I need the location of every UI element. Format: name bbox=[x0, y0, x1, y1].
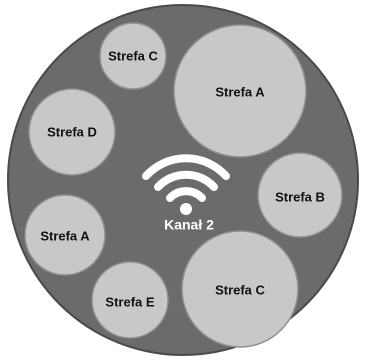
zone-label: Strefa C bbox=[108, 48, 158, 63]
zone-strefa-a-large: Strefa A bbox=[173, 24, 307, 158]
zone-label: Strefa A bbox=[215, 84, 265, 99]
zone-strefa-b: Strefa B bbox=[257, 152, 343, 238]
zone-strefa-a-small: Strefa A bbox=[24, 194, 106, 276]
zone-strefa-c-small: Strefa C bbox=[99, 22, 167, 90]
zone-label: Strefa E bbox=[105, 294, 154, 309]
zone-label: Strefa C bbox=[215, 282, 265, 297]
zone-label: Strefa B bbox=[275, 189, 325, 204]
zone-strefa-e: Strefa E bbox=[91, 261, 169, 339]
zone-strefa-d: Strefa D bbox=[28, 88, 116, 176]
zone-label: Strefa D bbox=[47, 124, 97, 139]
zone-strefa-c-large: Strefa C bbox=[181, 230, 299, 348]
wifi-icon bbox=[142, 154, 230, 215]
channel-label: Kanał 2 bbox=[164, 217, 214, 233]
zone-label: Strefa A bbox=[40, 228, 90, 243]
